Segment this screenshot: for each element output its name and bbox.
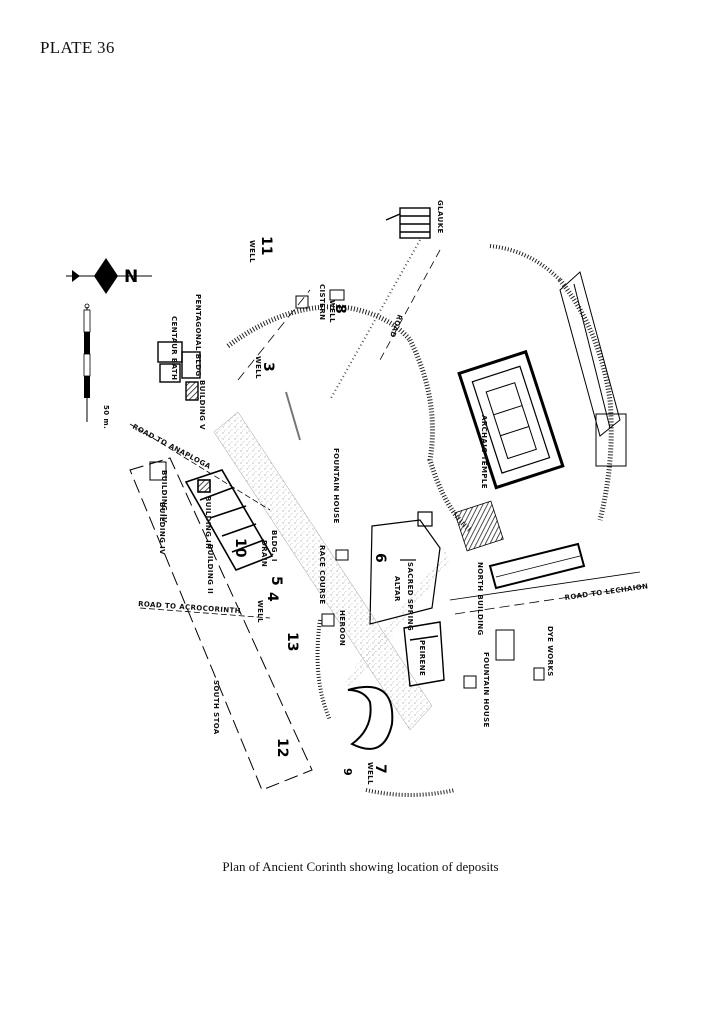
north-letter: N: [124, 267, 138, 287]
deposit-9: 9: [341, 768, 354, 776]
road-to-acrocorinth-label: ROAD TO ACROCORINTH: [138, 600, 241, 615]
fountain-house-north-label: FOUNTAIN HOUSE: [332, 448, 340, 524]
west-road-line: [237, 289, 311, 381]
hatched-block: [454, 500, 504, 552]
centaur-bath: [157, 341, 201, 401]
peirene-label: PEIRENE: [418, 640, 426, 676]
road-anaploga-line: [129, 423, 271, 511]
building-v-label: BUILDING V: [198, 380, 206, 430]
dye-works-label: DYE WORKS: [546, 626, 554, 677]
south-stoa: [129, 457, 313, 791]
glauke-fountain: [385, 207, 431, 239]
deposit-6: 6: [372, 553, 388, 563]
well-7-label: WELL: [366, 762, 374, 785]
plate-number: PLATE 36: [40, 38, 115, 57]
north-building: [488, 542, 586, 590]
sacred-spring-label: SACRED SPRING: [406, 562, 414, 631]
road-to-lechaion: [449, 571, 645, 615]
dye-works: [495, 629, 545, 681]
heroon: [321, 613, 335, 627]
fountain-house-south: [463, 675, 477, 689]
deposit-12: 12: [274, 738, 290, 757]
building-iv-label: BUILDING IV: [160, 470, 168, 523]
archaic-temple: [457, 349, 565, 490]
cistern-label: CISTERN: [318, 284, 326, 320]
north-arrow-icon: N: [66, 258, 152, 294]
road-to-lechaion-label: ROAD TO LECHAION: [564, 582, 649, 602]
north-building-label: NORTH BUILDING: [476, 562, 484, 636]
archaic-temple-label: ARCHAIC TEMPLE: [480, 415, 488, 489]
road-acrocorinth-line: [139, 607, 271, 619]
small-structure: [335, 549, 349, 561]
road-line: [379, 249, 441, 361]
scale-label: 50 m.: [102, 405, 110, 429]
glauke-label: GLAUKE: [436, 200, 444, 234]
building-iii-label: BUILDING III: [204, 496, 212, 549]
altar-label: ALTAR: [393, 576, 401, 602]
cistern: [295, 295, 309, 309]
deposit-7: 7: [372, 764, 388, 774]
south-stoa-label: SOUTH STOA: [212, 680, 220, 735]
building-ii-label: BUILDING II: [206, 544, 214, 594]
northwest-stoa: [559, 271, 627, 467]
deposit-3: 3: [260, 362, 276, 372]
deposit-11: 11: [258, 236, 274, 255]
scale-bar: 50 m.: [83, 303, 110, 429]
semicircular-structure: [347, 685, 394, 750]
deposit-13: 13: [284, 632, 300, 651]
plate-caption: Plan of Ancient Corinth showing location…: [222, 859, 499, 874]
deposit-4: 4: [264, 592, 280, 602]
deposit-5: 5: [268, 576, 284, 586]
building-iv-label-2: BUILDING IV: [158, 502, 166, 555]
well-8-label: WELL: [328, 300, 336, 323]
road-dots: [329, 239, 421, 401]
race-course-label: RACE COURSE: [318, 545, 326, 605]
peirene: [403, 621, 445, 687]
west-buildings-cluster: [184, 469, 274, 571]
well-4-label: WELL: [256, 600, 264, 623]
deposit-8: 8: [332, 304, 348, 314]
fountain-house-south-label: FOUNTAIN HOUSE: [482, 652, 490, 728]
cross-road: [345, 552, 450, 690]
drain-label: DRAIN: [260, 540, 268, 567]
well-11-label: WELL: [248, 240, 256, 263]
wall-fragment: [285, 391, 301, 441]
heroon-label: HEROON: [338, 610, 346, 646]
road-label: ROAD: [388, 313, 404, 338]
centaur-bath-label: CENTAUR BATH: [170, 316, 178, 380]
well-3-label: WELL: [254, 356, 262, 379]
bldg-i-label: BLDG. I: [270, 530, 278, 562]
pentagonal-bldg-label: PENTAGONAL BLDG.: [194, 294, 202, 380]
deposit-10: 10: [232, 538, 248, 558]
